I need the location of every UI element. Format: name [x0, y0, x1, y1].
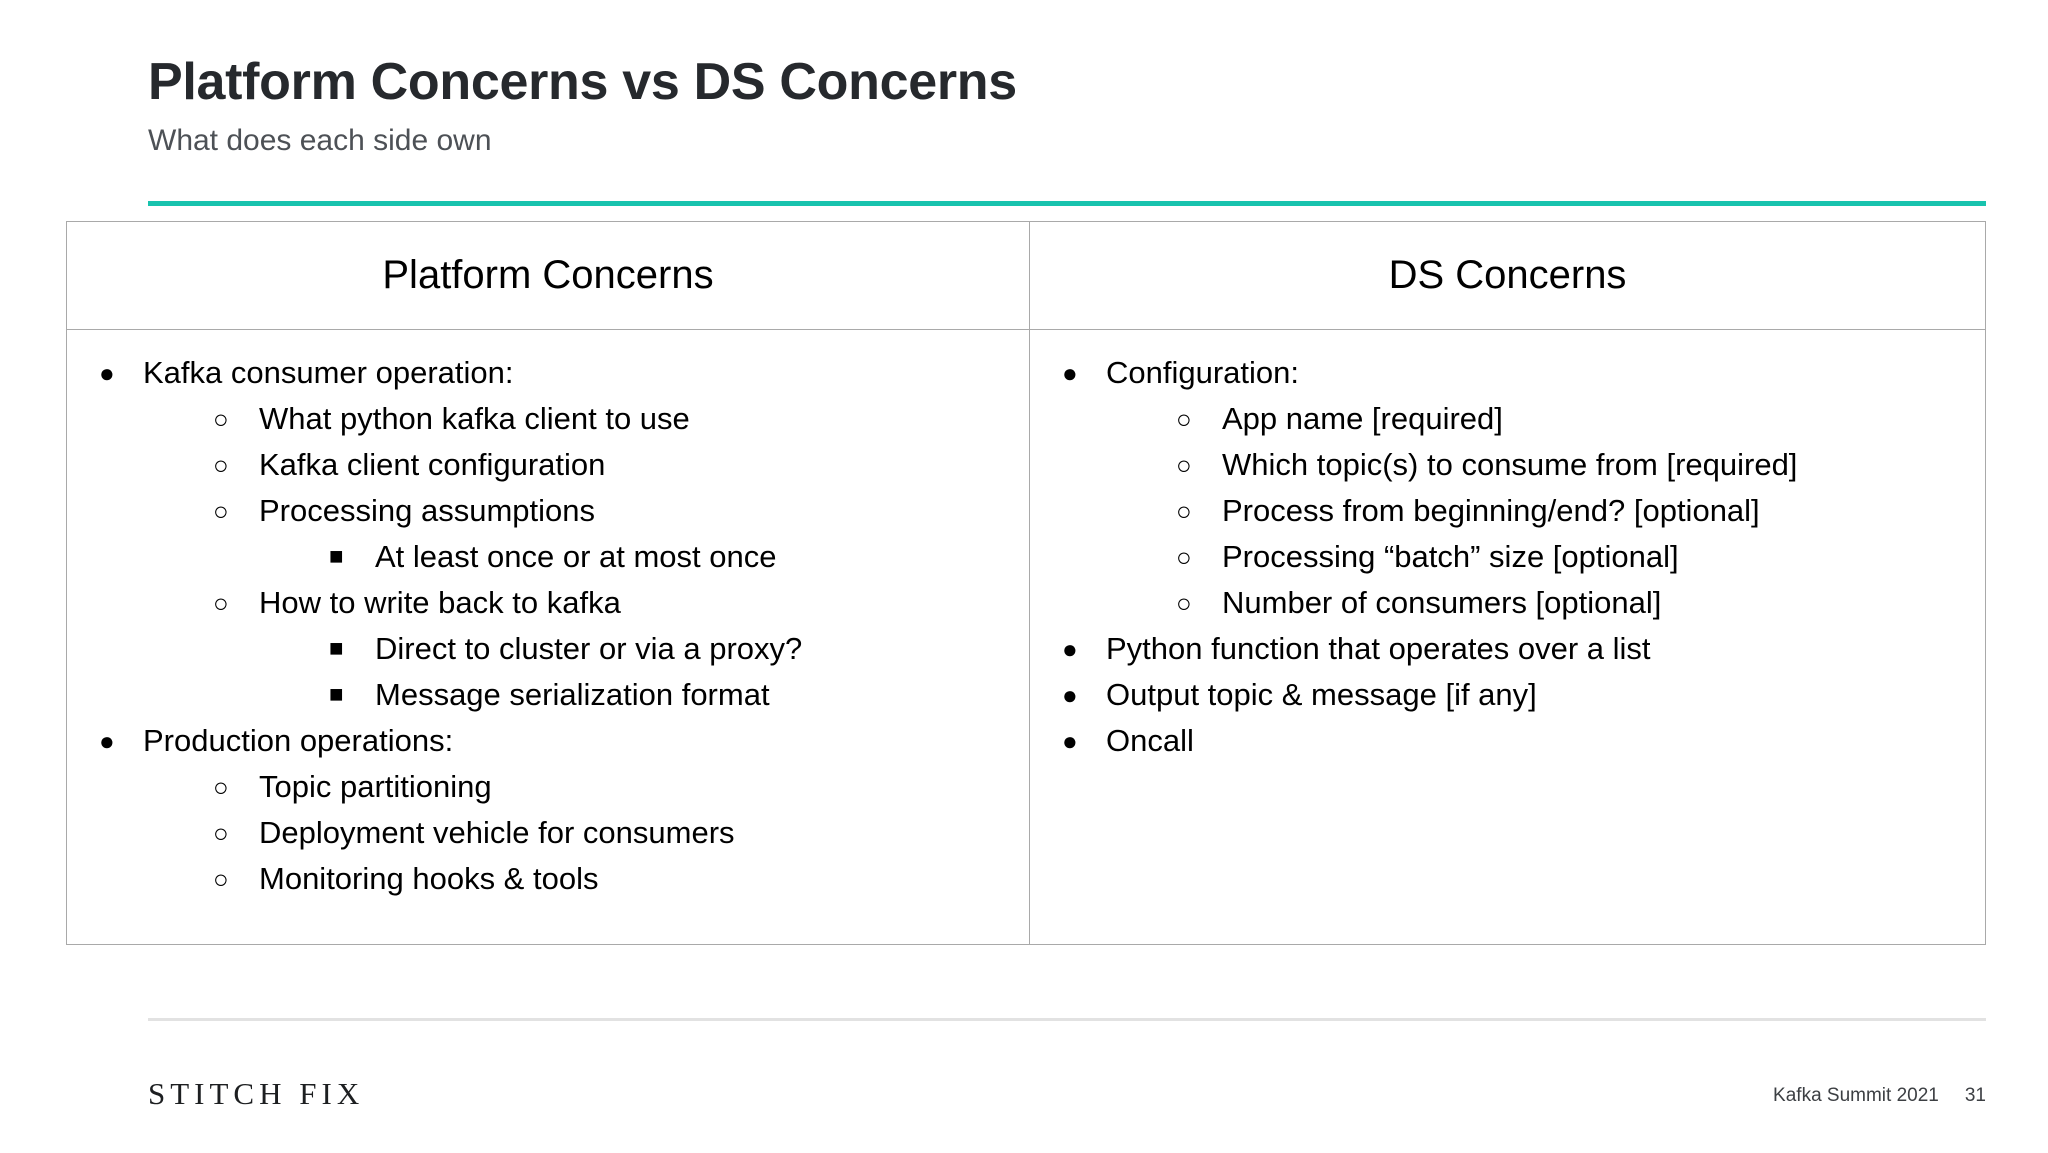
- circle-bullet-icon: ○: [213, 772, 229, 802]
- list-item: ○ Deployment vehicle for consumers: [201, 810, 1011, 856]
- circle-bullet-icon: ○: [213, 588, 229, 618]
- list-item: ■ Direct to cluster or via a proxy?: [317, 626, 1011, 672]
- column-header-platform-concerns: Platform Concerns: [66, 221, 1030, 330]
- page-subtitle: What does each side own: [148, 124, 492, 158]
- platform-concerns-cell: ● Kafka consumer operation: ○ What python k…: [66, 329, 1030, 945]
- list-item: ● Production operations: ○ Topic partitioni…: [85, 718, 1011, 902]
- circle-bullet-icon: ○: [1176, 542, 1192, 572]
- square-bullet-icon: ■: [329, 635, 344, 662]
- list-item-label: App name [required]: [1222, 401, 1503, 436]
- list-item-label: Processing assumptions: [259, 493, 595, 528]
- bullet-list-level-3: ■ At least once or at most once: [317, 534, 1011, 580]
- list-item: ○ What python kafka client to use: [201, 396, 1011, 442]
- circle-bullet-icon: ○: [1176, 450, 1192, 480]
- square-bullet-icon: ■: [329, 543, 344, 570]
- page-number: 31: [1964, 1085, 1986, 1106]
- circle-bullet-icon: ○: [213, 818, 229, 848]
- bullet-list-level-1: ● Configuration: ○ App name [required] ○ Whic…: [1048, 350, 1967, 764]
- list-item-label: Processing “batch” size [optional]: [1222, 539, 1679, 574]
- stitch-fix-logo: STITCH FIX: [148, 1076, 365, 1111]
- bullet-list-level-2: ○ What python kafka client to use ○ Kafka c…: [201, 396, 1011, 718]
- list-item: ■ Message serialization format: [317, 672, 1011, 718]
- bullet-list-level-3: ■ Direct to cluster or via a proxy? ■ Messa…: [317, 626, 1011, 718]
- list-item: ○ Processing “batch” size [optional]: [1164, 534, 1967, 580]
- list-item-label: Monitoring hooks & tools: [259, 861, 599, 896]
- list-item-label: Kafka consumer operation:: [143, 355, 514, 390]
- accent-divider: [148, 201, 1986, 206]
- list-item-label: Configuration:: [1106, 355, 1300, 390]
- circle-bullet-icon: ○: [213, 864, 229, 894]
- list-item: ○ Which topic(s) to consume from [require…: [1164, 442, 1967, 488]
- footer-meta: Kafka Summit 2021 31: [1773, 1085, 1986, 1107]
- list-item-label: Output topic & message [if any]: [1106, 677, 1537, 712]
- disc-bullet-icon: ●: [1062, 726, 1078, 756]
- bullet-list-level-2: ○ App name [required] ○ Which topic(s) to c…: [1164, 396, 1967, 626]
- column-header-ds-concerns: DS Concerns: [1029, 221, 1986, 330]
- list-item-label: Oncall: [1106, 723, 1194, 758]
- disc-bullet-icon: ●: [99, 726, 115, 756]
- list-item: ○ How to write back to kafka ■ Direct to cl…: [201, 580, 1011, 718]
- list-item-label: At least once or at most once: [375, 539, 777, 574]
- platform-concerns-list: ● Kafka consumer operation: ○ What python k…: [85, 350, 1011, 902]
- list-item: ○ Number of consumers [optional]: [1164, 580, 1967, 626]
- circle-bullet-icon: ○: [1176, 404, 1192, 434]
- disc-bullet-icon: ●: [1062, 634, 1078, 664]
- list-item: ○ Monitoring hooks & tools: [201, 856, 1011, 902]
- list-item-label: Deployment vehicle for consumers: [259, 815, 735, 850]
- square-bullet-icon: ■: [329, 681, 344, 708]
- list-item-label: Message serialization format: [375, 677, 770, 712]
- list-item-label: How to write back to kafka: [259, 585, 621, 620]
- circle-bullet-icon: ○: [213, 450, 229, 480]
- concerns-comparison-table: Platform Concerns DS Concerns ● Kafka con…: [66, 221, 1986, 945]
- circle-bullet-icon: ○: [213, 496, 229, 526]
- circle-bullet-icon: ○: [1176, 496, 1192, 526]
- disc-bullet-icon: ●: [99, 358, 115, 388]
- footer-divider: [148, 1018, 1986, 1021]
- disc-bullet-icon: ●: [1062, 358, 1078, 388]
- table-body-row: ● Kafka consumer operation: ○ What python k…: [66, 329, 1986, 945]
- list-item-label: Number of consumers [optional]: [1222, 585, 1662, 620]
- list-item: ● Configuration: ○ App name [required] ○ Whic…: [1048, 350, 1967, 626]
- list-item-label: Direct to cluster or via a proxy?: [375, 631, 803, 666]
- list-item-label: Which topic(s) to consume from [required…: [1222, 447, 1798, 482]
- ds-concerns-cell: ● Configuration: ○ App name [required] ○ Whic…: [1029, 329, 1986, 945]
- list-item-label: Kafka client configuration: [259, 447, 606, 482]
- list-item: ● Kafka consumer operation: ○ What python k…: [85, 350, 1011, 718]
- list-item: ○ Topic partitioning: [201, 764, 1011, 810]
- list-item-label: Process from beginning/end? [optional]: [1222, 493, 1760, 528]
- bullet-list-level-2: ○ Topic partitioning ○ Deployment vehicle f…: [201, 764, 1011, 902]
- event-name: Kafka Summit 2021: [1773, 1085, 1939, 1106]
- list-item-label: Topic partitioning: [259, 769, 492, 804]
- list-item-label: Production operations:: [143, 723, 454, 758]
- list-item: ● Oncall: [1048, 718, 1967, 764]
- list-item: ○ Kafka client configuration: [201, 442, 1011, 488]
- disc-bullet-icon: ●: [1062, 680, 1078, 710]
- list-item: ○ Process from beginning/end? [optional]: [1164, 488, 1967, 534]
- bullet-list-level-1: ● Kafka consumer operation: ○ What python k…: [85, 350, 1011, 902]
- list-item: ○ App name [required]: [1164, 396, 1967, 442]
- circle-bullet-icon: ○: [213, 404, 229, 434]
- list-item: ○ Processing assumptions ■ At least once or…: [201, 488, 1011, 580]
- slide-header: Platform Concerns vs DS Concerns What do…: [148, 54, 1986, 159]
- circle-bullet-icon: ○: [1176, 588, 1192, 618]
- list-item: ● Python function that operates over a li…: [1048, 626, 1967, 672]
- ds-concerns-list: ● Configuration: ○ App name [required] ○ Whic…: [1048, 350, 1967, 764]
- page-title: Platform Concerns vs DS Concerns: [148, 53, 1017, 111]
- table-header-row: Platform Concerns DS Concerns: [66, 221, 1986, 330]
- list-item-label: What python kafka client to use: [259, 401, 690, 436]
- list-item: ■ At least once or at most once: [317, 534, 1011, 580]
- list-item-label: Python function that operates over a lis…: [1106, 631, 1651, 666]
- list-item: ● Output topic & message [if any]: [1048, 672, 1967, 718]
